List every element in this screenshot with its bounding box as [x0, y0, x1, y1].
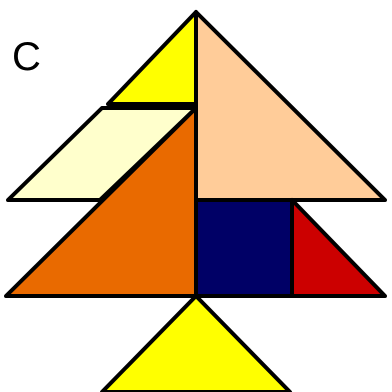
right-large-triangle — [196, 12, 385, 200]
bottom-small-triangle — [102, 296, 290, 392]
square — [196, 200, 292, 296]
medium-triangle — [292, 200, 385, 296]
top-small-triangle — [108, 12, 196, 104]
